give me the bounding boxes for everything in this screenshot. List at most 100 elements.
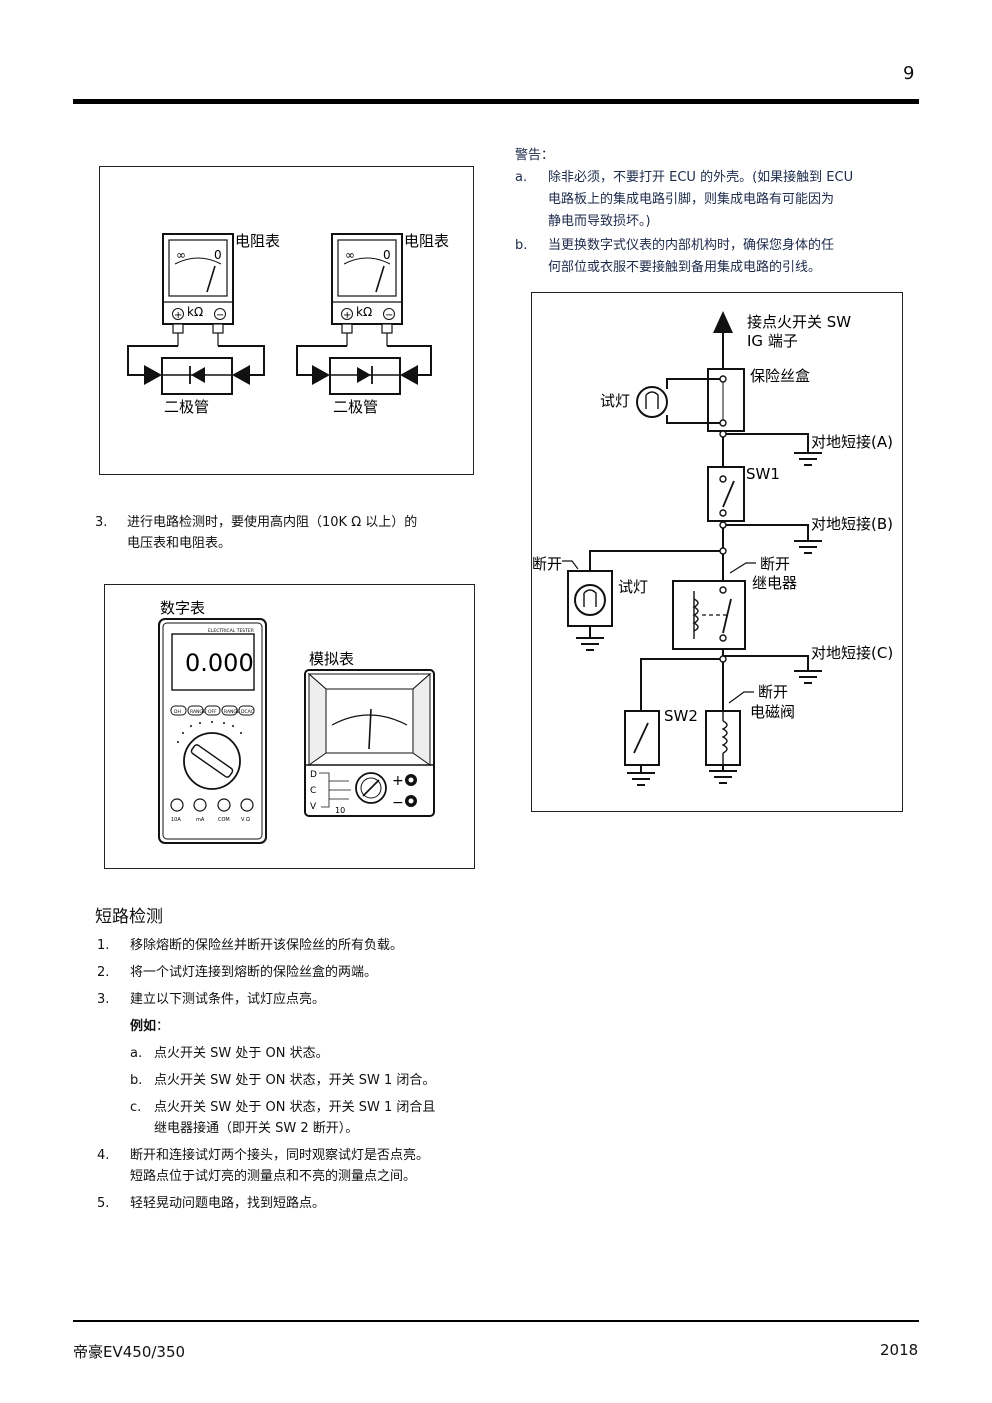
display-reading: 0.000 xyxy=(185,649,254,677)
sub-text: 点火开关 SW 处于 ON 状态，开关 SW 1 闭合。 xyxy=(154,1073,436,1088)
unit-kohm: kΩ xyxy=(187,305,203,319)
note-text: 进行电路检测时，要使用高内阻（10K Ω 以上）的 电压表和电阻表。 xyxy=(127,512,417,554)
meter-label-right: 电阻表 xyxy=(404,232,449,250)
plus-terminal: + xyxy=(174,310,182,321)
sw2-label: SW2 xyxy=(664,707,698,725)
ohmmeter-left: ∞ 0 kΩ + − xyxy=(162,233,234,347)
step-row: 2. 将一个试灯连接到熔断的保险丝盒的两端。 xyxy=(97,962,477,983)
step-line: 断开和连接试灯两个接头，同时观察试灯是否点亮。 xyxy=(130,1148,430,1163)
short-b-label: 对地短接(B) xyxy=(811,515,893,533)
sub-row: c. 点火开关 SW 处于 ON 状态，开关 SW 1 闭合且 继电器接通（即开… xyxy=(130,1097,477,1139)
warning-text: 当更换数字式仪表的内部机构时，确保您身体的任 何部位或衣服不要接触到备用集成电路… xyxy=(548,235,834,279)
brand-label: ELECTRICAL TESTER xyxy=(208,628,254,634)
range-ten: 10 xyxy=(335,806,345,815)
btn-label: DCAC xyxy=(241,709,254,715)
step-marker: 4. xyxy=(97,1148,110,1163)
step-row: 3. 建立以下测试条件，试灯应点亮。 xyxy=(97,989,477,1010)
warning-item-a: a. 除非必须，不要打开 ECU 的外壳。(如果接触到 ECU 电路板上的集成电… xyxy=(515,167,915,233)
scale-infinity: ∞ xyxy=(176,248,186,262)
step-marker: 3. xyxy=(97,992,110,1007)
warning-line: 静电而导致损坏。) xyxy=(548,214,651,229)
open-relay-label: 断开 xyxy=(760,555,790,573)
analog-minus: − xyxy=(392,795,404,811)
diode-label-left: 二极管 xyxy=(164,398,209,416)
footer-model: 帝豪EV450/350 xyxy=(73,1343,186,1361)
step-text: 断开和连接试灯两个接头，同时观察试灯是否点亮。 短路点位于试灯亮的测量点和不亮的… xyxy=(130,1145,429,1187)
page-number: 9 xyxy=(903,63,915,84)
sw1-label: SW1 xyxy=(746,465,780,483)
header-rule xyxy=(73,99,919,104)
relay-label: 继电器 xyxy=(752,574,797,592)
step-text: 将一个试灯连接到熔断的保险丝盒的两端。 xyxy=(130,965,378,980)
diode-label-right: 二极管 xyxy=(333,398,378,416)
step-line: 短路点位于试灯亮的测量点和不亮的测量点之间。 xyxy=(130,1169,417,1184)
btn-label: RANGE xyxy=(224,709,240,715)
sub-text: 点火开关 SW 处于 ON 状态，开关 SW 1 闭合且 继电器接通（即开关 S… xyxy=(154,1097,435,1139)
btn-label: DH xyxy=(174,709,181,715)
btn-label: RANGE xyxy=(190,709,206,715)
sub-line: 点火开关 SW 处于 ON 状态，开关 SW 1 闭合且 xyxy=(154,1100,436,1115)
short-c-label: 对地短接(C) xyxy=(811,644,893,662)
warning-line: 当更换数字式仪表的内部机构时，确保您身体的任 xyxy=(548,238,835,253)
note-line: 进行电路检测时，要使用高内阻（10K Ω 以上）的 xyxy=(127,515,418,530)
step-marker: 2. xyxy=(97,965,110,980)
step-text: 移除熔断的保险丝并断开该保险丝的所有负载。 xyxy=(130,938,404,953)
analog-plus: + xyxy=(392,773,404,789)
example-word: 例如 xyxy=(130,1019,157,1034)
analog-meter-label: 模拟表 xyxy=(309,650,354,668)
range-label: D xyxy=(310,770,317,780)
meter-requirement-note: 3. 进行电路检测时，要使用高内阻（10K Ω 以上）的 电压表和电阻表。 xyxy=(95,512,475,554)
warning-marker: b. xyxy=(515,238,528,253)
fuse-box-label: 保险丝盒 xyxy=(750,367,810,385)
step-text: 轻轻晃动问题电路，找到短路点。 xyxy=(130,1196,326,1211)
sub-row: a. 点火开关 SW 处于 ON 状态。 xyxy=(130,1043,477,1064)
warning-block: 警告： a. 除非必须，不要打开 ECU 的外壳。(如果接触到 ECU 电路板上… xyxy=(515,145,915,279)
sub-row: b. 点火开关 SW 处于 ON 状态，开关 SW 1 闭合。 xyxy=(130,1070,477,1091)
warning-title: 警告： xyxy=(515,148,555,163)
note-marker: 3. xyxy=(95,515,108,530)
sub-text: 点火开关 SW 处于 ON 状态。 xyxy=(154,1046,329,1061)
plus-terminal: + xyxy=(343,310,351,321)
meters-figure: 数字表 ELECTRICAL TESTER 0.000 DH RANGE OFF… xyxy=(104,584,475,869)
section-title: 短路检测 xyxy=(95,907,163,927)
terminal-label: 10A xyxy=(171,817,181,823)
footer-year: 2018 xyxy=(880,1341,919,1359)
warning-line: 电路板上的集成电路引脚，则集成电路有可能因为 xyxy=(548,192,835,207)
terminal-label: COM xyxy=(218,817,230,823)
sub-line: 继电器接通（即开关 SW 2 断开）。 xyxy=(154,1121,359,1136)
scale-zero: 0 xyxy=(214,248,222,262)
warning-item-b: b. 当更换数字式仪表的内部机构时，确保您身体的任 何部位或衣服不要接触到备用集… xyxy=(515,235,915,279)
sub-marker: a. xyxy=(130,1046,143,1061)
meter-label-left: 电阻表 xyxy=(235,232,280,250)
scale-infinity: ∞ xyxy=(345,248,355,262)
footer-rule xyxy=(73,1320,919,1322)
step-row: 5. 轻轻晃动问题电路，找到短路点。 xyxy=(97,1193,477,1214)
open-left-label: 断开 xyxy=(532,555,562,573)
sub-marker: b. xyxy=(130,1073,143,1088)
step-marker: 1. xyxy=(97,938,110,953)
digital-meter: ELECTRICAL TESTER 0.000 DH RANGE OFF RAN… xyxy=(158,618,267,844)
short-a-label: 对地短接(A) xyxy=(811,433,893,451)
short-circuit-diagram: 接点火开关 SW IG 端子 保险丝盒 试灯 对地短接(A) SW1 对地短接(… xyxy=(531,292,903,812)
note-row: 3. 进行电路检测时，要使用高内阻（10K Ω 以上）的 电压表和电阻表。 xyxy=(95,512,475,554)
short-steps: 1. 移除熔断的保险丝并断开该保险丝的所有负载。 2. 将一个试灯连接到熔断的保… xyxy=(97,935,477,1214)
ig-label-line2: IG 端子 xyxy=(747,332,798,350)
example-label: 例如： xyxy=(130,1016,477,1037)
solenoid-label: 电磁阀 xyxy=(750,703,795,721)
ohmmeter-diode-figure: ∞ 0 kΩ + − 电阻表 二极管 ∞ 0 kΩ + xyxy=(99,166,474,475)
warning-text: 除非必须，不要打开 ECU 的外壳。(如果接触到 ECU 电路板上的集成电路引脚… xyxy=(548,167,853,233)
minus-terminal: − xyxy=(216,310,224,321)
test-lamp-label: 试灯 xyxy=(618,578,648,596)
step-marker: 5. xyxy=(97,1196,110,1211)
note-line: 电压表和电阻表。 xyxy=(127,536,232,551)
warning-line: 何部位或衣服不要接触到备用集成电路的引线。 xyxy=(548,260,822,275)
step-text: 建立以下测试条件，试灯应点亮。 xyxy=(130,992,326,1007)
step-row: 4. 断开和连接试灯两个接头，同时观察试灯是否点亮。 短路点位于试灯亮的测量点和… xyxy=(97,1145,477,1187)
analog-meter: D C V 10 + − xyxy=(304,669,435,817)
ig-label-line1: 接点火开关 SW xyxy=(747,313,851,331)
terminal-label: mA xyxy=(196,817,205,823)
scale-zero: 0 xyxy=(383,248,391,262)
example-colon: ： xyxy=(156,1019,170,1034)
warning-line: 除非必须，不要打开 ECU 的外壳。(如果接触到 ECU xyxy=(548,170,854,185)
terminal-label: V Ω xyxy=(241,817,250,823)
